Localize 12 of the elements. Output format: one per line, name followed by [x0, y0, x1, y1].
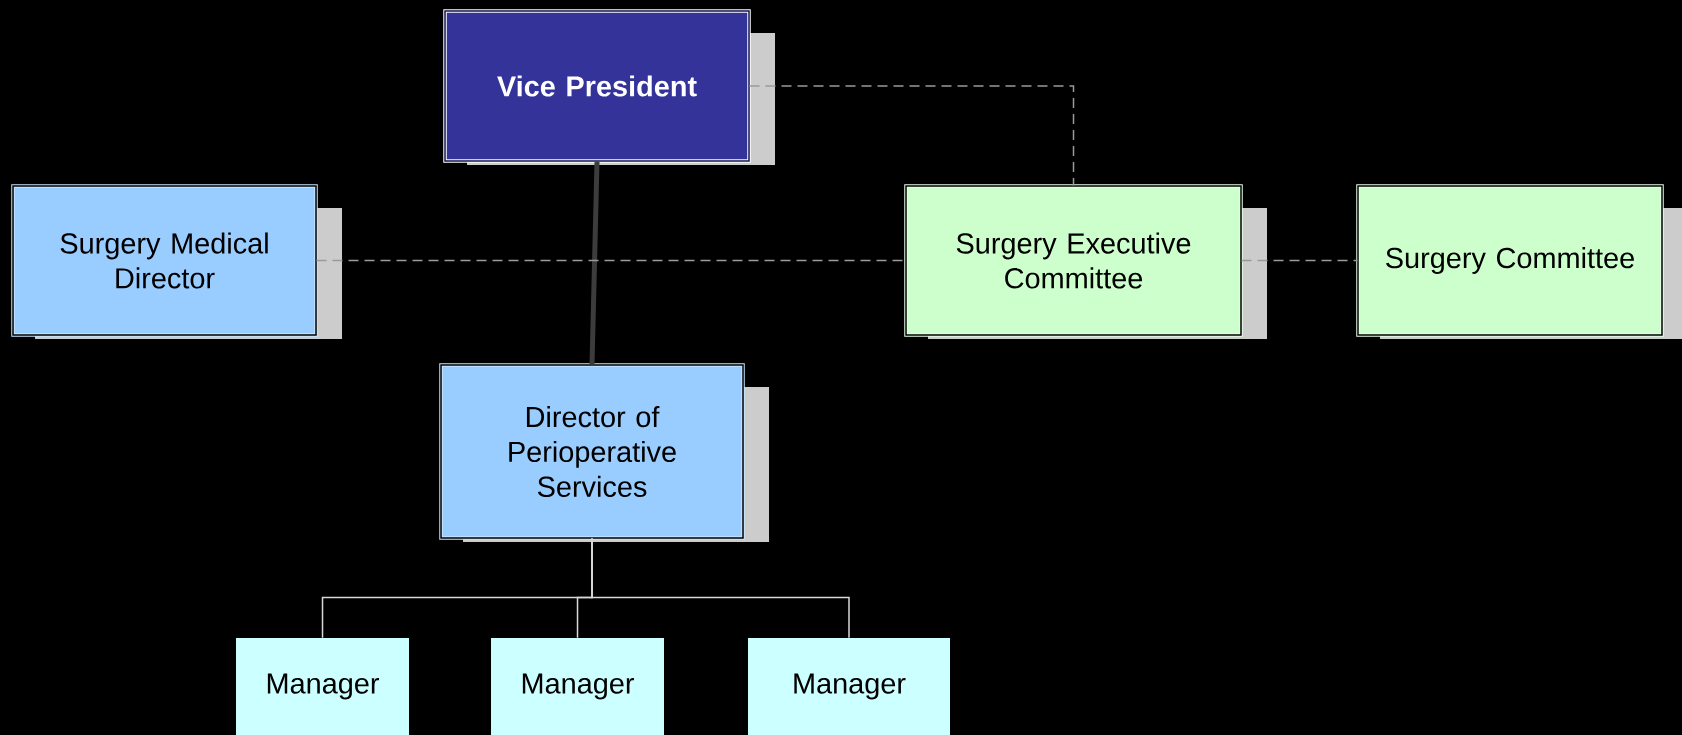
role-box: Director of Perioperative Services — [439, 363, 745, 540]
manager-box: Manager — [491, 638, 664, 735]
manager-box: Manager — [236, 638, 409, 735]
connector-line — [589, 161, 600, 365]
manager-box: Manager — [748, 638, 950, 735]
title-box: Vice President — [443, 9, 751, 163]
connector-line — [1240, 259, 1359, 262]
connector-line — [748, 85, 1075, 187]
committee-box: Surgery Committee — [1356, 184, 1664, 337]
connector-line — [591, 537, 850, 639]
committee-box: Surgery Executive Committee — [904, 184, 1243, 337]
role-box: Surgery Medical Director — [11, 184, 318, 337]
